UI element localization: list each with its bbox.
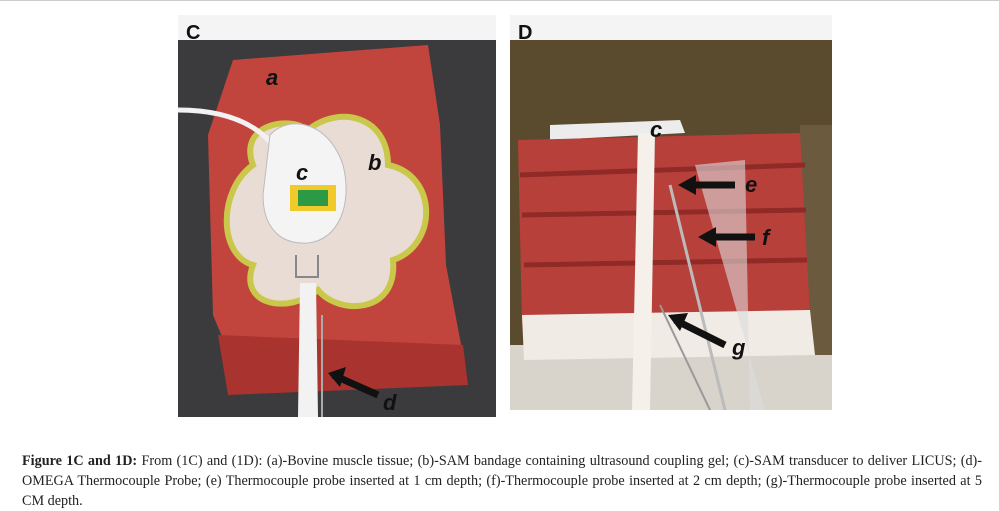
tag-g-probe-5cm: g [731, 335, 746, 360]
tag-c-sam-transducer: c [296, 160, 308, 185]
caption-text: From (1C) and (1D): (a)-Bovine muscle ti… [22, 453, 982, 509]
figure-panel-d: D c e f g [510, 15, 832, 410]
tag-f-probe-2cm: f [762, 225, 772, 250]
tag-d-thermocouple-probe: d [383, 390, 397, 415]
tag-c-sam-transducer: c [650, 117, 662, 142]
tag-b-sam-bandage: b [368, 150, 381, 175]
panel-label-c: C [186, 22, 200, 44]
tag-a-bovine-tissue: a [266, 65, 278, 90]
caption-title: Figure 1C and 1D: [22, 453, 138, 469]
panel-label-d: D [518, 22, 532, 44]
photo-bovine-tissue-side-view: D c e f g [510, 15, 832, 410]
photo-bovine-tissue-top-view: C a b c d [178, 15, 496, 417]
tag-e-probe-1cm: e [745, 172, 757, 197]
top-rule [0, 0, 999, 1]
figure-panel-c: C a b c d [178, 15, 496, 417]
figure-caption: Figure 1C and 1D: From (1C) and (1D): (a… [22, 451, 982, 511]
